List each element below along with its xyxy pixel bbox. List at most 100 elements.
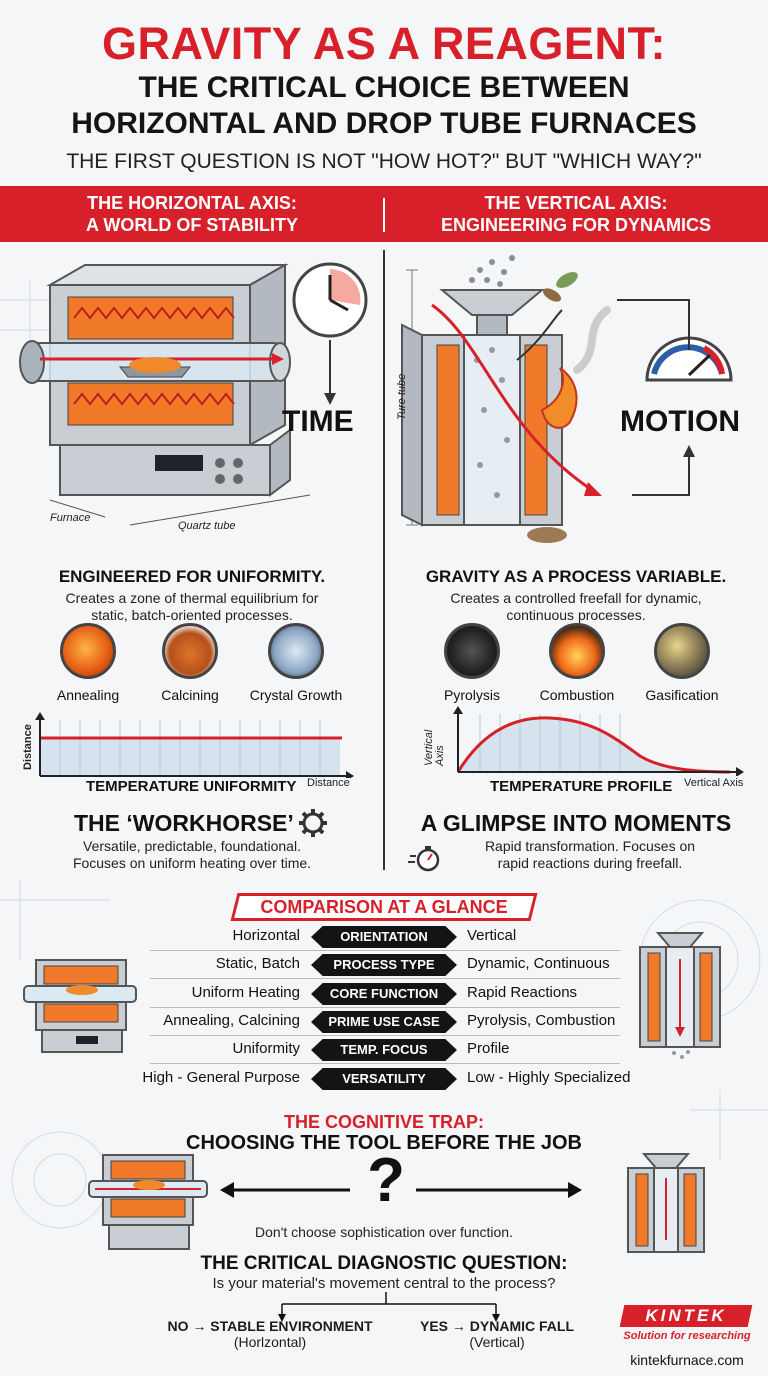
drop-tube-furnace-thumbnail (639, 932, 721, 1059)
right-graph-title: TEMPERATURE PROFILE (490, 778, 673, 795)
glimpse-line-2: rapid reactions during freefall. (497, 855, 683, 871)
answer-yes: YES → DYNAMIC FALL (Vertical) (392, 1318, 602, 1350)
left-header-line-2: A WORLD OF STABILITY (86, 215, 298, 235)
comparison-right-cell: Dynamic, Continuous (467, 955, 610, 972)
diagnostic-heading: THE CRITICAL DIAGNOSTIC QUESTION: (200, 1253, 568, 1274)
workhorse-line-2: Focuses on uniform heating over time. (72, 855, 312, 871)
combustion-image (549, 623, 605, 679)
gasification-image (654, 623, 710, 679)
right-description-line-1: Creates a controlled freefall for dynami… (450, 590, 702, 606)
question-mark-icon: ? (367, 1146, 405, 1215)
left-description-head: ENGINEERED FOR UNIFORMITY. (58, 567, 326, 586)
answer-yes-line-2: (Vertical) (469, 1334, 525, 1350)
comparison-right-cell: Pyrolysis, Combustion (467, 1012, 616, 1029)
band-divider (383, 198, 385, 232)
subtitle-line-2: HORIZONTAL AND DROP TUBE FURNACES (71, 107, 697, 140)
decision-branch (278, 1292, 500, 1322)
brand-logo: KINTEK (645, 1306, 727, 1325)
row-divider (150, 1063, 620, 1064)
comparison-left-cell: Horizontal (232, 927, 300, 944)
pyrolysis-image (444, 623, 500, 679)
right-graph-y-label: Vertical Axis (423, 730, 446, 766)
clock-icon (292, 262, 368, 338)
comparison-left-cell: High - General Purpose (142, 1069, 300, 1086)
brand-url[interactable]: kintekfurnace.com (630, 1352, 744, 1368)
horizontal-furnace-small (88, 1154, 208, 1250)
gauge-icon (645, 336, 733, 382)
glimpse-line-1: Rapid transformation. Focuses on (484, 838, 696, 854)
quartz-tube-label: Quartz tube (178, 520, 236, 532)
right-header-line-2: ENGINEERING FOR DYNAMICS (440, 215, 712, 235)
process-label-calcining: Calcining (161, 687, 219, 703)
answer-no: NO → STABLE ENVIRONMENT (Horlzontal) (160, 1318, 380, 1350)
diagnostic-question: Is your material's movement central to t… (212, 1275, 556, 1292)
decision-arrows (220, 1182, 582, 1198)
time-keyword: TIME (282, 405, 354, 438)
row-divider (150, 1035, 620, 1036)
process-label-pyrolysis: Pyrolysis (443, 687, 500, 703)
calcining-image (162, 623, 218, 679)
page-title: GRAVITY AS A REAGENT: (102, 18, 666, 69)
drop-tube-furnace-illustration (401, 255, 733, 543)
row-divider (150, 978, 620, 979)
comparison-left-cell: Uniform Heating (191, 984, 300, 1001)
left-description: ENGINEERED FOR UNIFORMITY. Creates a zon… (0, 567, 384, 624)
crystal-growth-image (268, 623, 324, 679)
comparison-right-cell: Low - Highly Specialized (467, 1069, 631, 1086)
tagline: THE FIRST QUESTION IS NOT "HOW HOT?" BUT… (66, 150, 702, 173)
left-description-line-2: static, batch-oriented processes. (91, 607, 293, 623)
right-graph-y-label-line-2: Axis (434, 745, 446, 766)
right-description-line-2: continuous processes. (506, 607, 646, 623)
glimpse-description: Rapid transformation. Focuses on rapid r… (440, 838, 740, 872)
temperature-uniformity-graph (35, 712, 354, 778)
right-description-head: GRAVITY AS A PROCESS VARIABLE. (425, 567, 727, 586)
answer-no-line-2: (Horlzontal) (233, 1334, 307, 1350)
comparison-left-cell: Static, Batch (215, 955, 300, 972)
process-label-annealing: Annealing (56, 687, 120, 703)
process-label-gasification: Gasification (645, 687, 719, 703)
comparison-key: TEMP. FOCUS (311, 1039, 457, 1061)
comparison-right-cell: Vertical (467, 927, 517, 944)
process-label-crystal-growth: Crystal Growth (249, 687, 343, 703)
left-graph-x-label: Distance (307, 777, 350, 789)
comparison-key: CORE FUNCTION (311, 983, 457, 1005)
comparison-title: COMPARISON AT A GLANCE (260, 897, 508, 917)
comparison-key: ORIENTATION (311, 926, 457, 948)
annealing-image (60, 623, 116, 679)
drop-tube-label: Ture tube (396, 373, 408, 420)
workhorse-description: Versatile, predictable, foundational. Fo… (0, 838, 384, 872)
comparison-right-cell: Rapid Reactions (467, 984, 578, 1001)
answer-yes-line-1: YES → DYNAMIC FALL (419, 1318, 574, 1334)
right-header-line-1: THE VERTICAL AXIS: (484, 193, 668, 213)
left-graph-title: TEMPERATURE UNIFORMITY (86, 778, 297, 795)
comparison-left-cell: Annealing, Calcining (163, 1012, 300, 1029)
brand-slogan: Solution for researching (623, 1330, 751, 1342)
subtitle-line-1: THE CRITICAL CHOICE BETWEEN (138, 71, 630, 104)
trap-note: Don't choose sophistication over functio… (255, 1224, 513, 1240)
drop-tube-furnace-small (627, 1153, 705, 1253)
column-divider (383, 250, 385, 870)
horizontal-furnace-illustration (19, 262, 368, 526)
temperature-profile-graph (453, 706, 744, 776)
furnace-label: Furnace (50, 512, 91, 524)
comparison-key: PRIME USE CASE (311, 1011, 457, 1033)
comparison-key: VERSATILITY (311, 1068, 457, 1090)
right-description: GRAVITY AS A PROCESS VARIABLE. Creates a… (384, 567, 768, 624)
trap-subtitle: CHOOSING THE TOOL BEFORE THE JOB (186, 1132, 582, 1154)
stopwatch-icon (408, 846, 440, 872)
left-graph-y-label: Distance (22, 724, 34, 770)
left-description-line-1: Creates a zone of thermal equilibrium fo… (65, 590, 319, 606)
page-subtitle: THE CRITICAL CHOICE BETWEEN HORIZONTAL A… (0, 70, 768, 142)
glimpse-heading: A GLIMPSE INTO MOMENTS (420, 810, 732, 836)
row-divider (150, 950, 620, 951)
motion-keyword: MOTION (620, 405, 740, 438)
comparison-left-cell: Uniformity (232, 1040, 300, 1057)
left-section-header: THE HORIZONTAL AXIS: A WORLD OF STABILIT… (0, 192, 384, 236)
right-section-header: THE VERTICAL AXIS: ENGINEERING FOR DYNAM… (384, 192, 768, 236)
process-label-combustion: Combustion (539, 687, 615, 703)
workhorse-heading: THE ‘WORKHORSE’ (74, 810, 294, 836)
horizontal-furnace-thumbnail (23, 959, 137, 1053)
trap-title: THE COGNITIVE TRAP: (283, 1112, 484, 1132)
right-graph-x-label: Vertical Axis (684, 777, 744, 789)
answer-no-line-1: NO → STABLE ENVIRONMENT (167, 1318, 373, 1334)
